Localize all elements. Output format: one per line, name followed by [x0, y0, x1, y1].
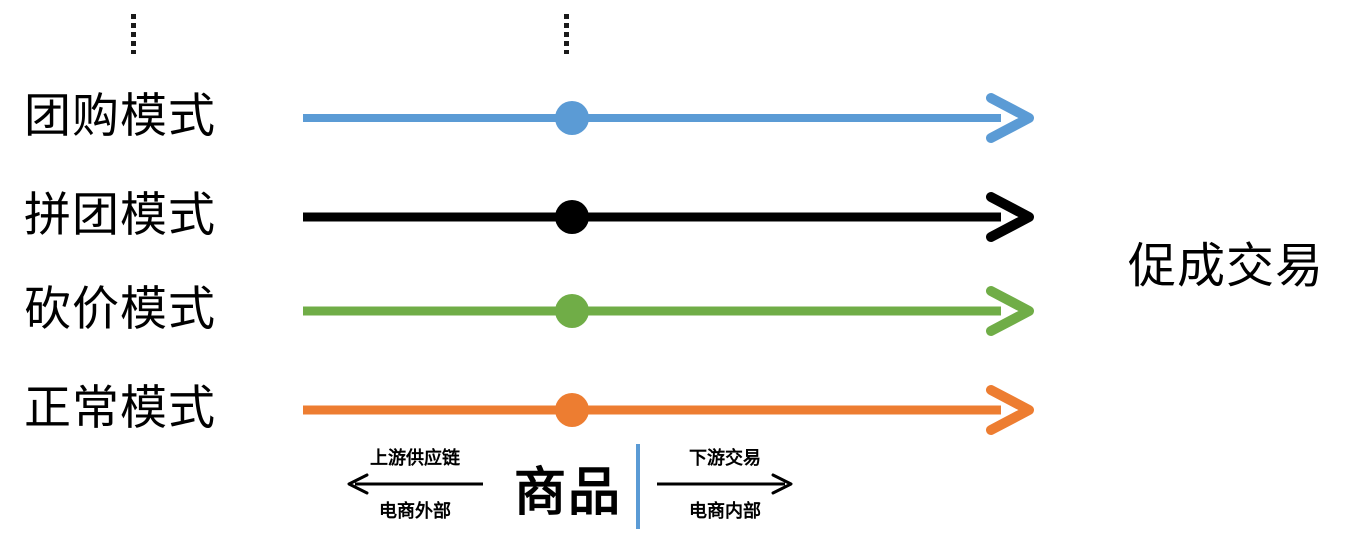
dashed-guide-line-left	[131, 14, 136, 54]
mode-row: 砍价模式	[0, 279, 1060, 343]
arrowhead-icon	[986, 93, 1034, 143]
outcome-label: 促成交易	[1128, 240, 1325, 293]
mode-label: 正常模式	[24, 381, 216, 434]
external-label: 电商外部	[379, 501, 451, 521]
mode-row: 拼团模式	[0, 185, 1060, 249]
arrowhead-icon	[986, 385, 1034, 435]
left-arrow-icon	[347, 473, 483, 495]
product-position-dot	[555, 200, 589, 234]
upstream-label: 上游供应链	[370, 448, 460, 468]
internal-label: 电商内部	[689, 501, 761, 521]
right-arrow-icon	[657, 473, 793, 495]
mode-axis-arrow	[303, 385, 1034, 435]
mode-label: 拼团模式	[24, 188, 216, 241]
dashed-guide-line-center	[564, 14, 569, 54]
downstream-label: 下游交易	[689, 448, 761, 468]
divider-line	[636, 444, 640, 529]
arrowhead-icon	[986, 286, 1034, 336]
product-position-dot	[555, 393, 589, 427]
mode-axis-arrow	[303, 192, 1034, 242]
mode-label: 砍价模式	[24, 282, 216, 335]
mode-row: 团购模式	[0, 86, 1060, 150]
upstream-annotation: 上游供应链 电商外部	[342, 448, 488, 521]
mode-axis-arrow	[303, 93, 1034, 143]
mode-label: 团购模式	[24, 89, 216, 142]
product-position-dot	[555, 294, 589, 328]
mode-row: 正常模式	[0, 378, 1060, 442]
mode-axis-arrow	[303, 286, 1034, 336]
arrowhead-icon	[986, 192, 1034, 242]
downstream-annotation: 下游交易 电商内部	[652, 448, 798, 521]
product-label: 商品	[514, 464, 623, 522]
product-position-dot	[555, 101, 589, 135]
